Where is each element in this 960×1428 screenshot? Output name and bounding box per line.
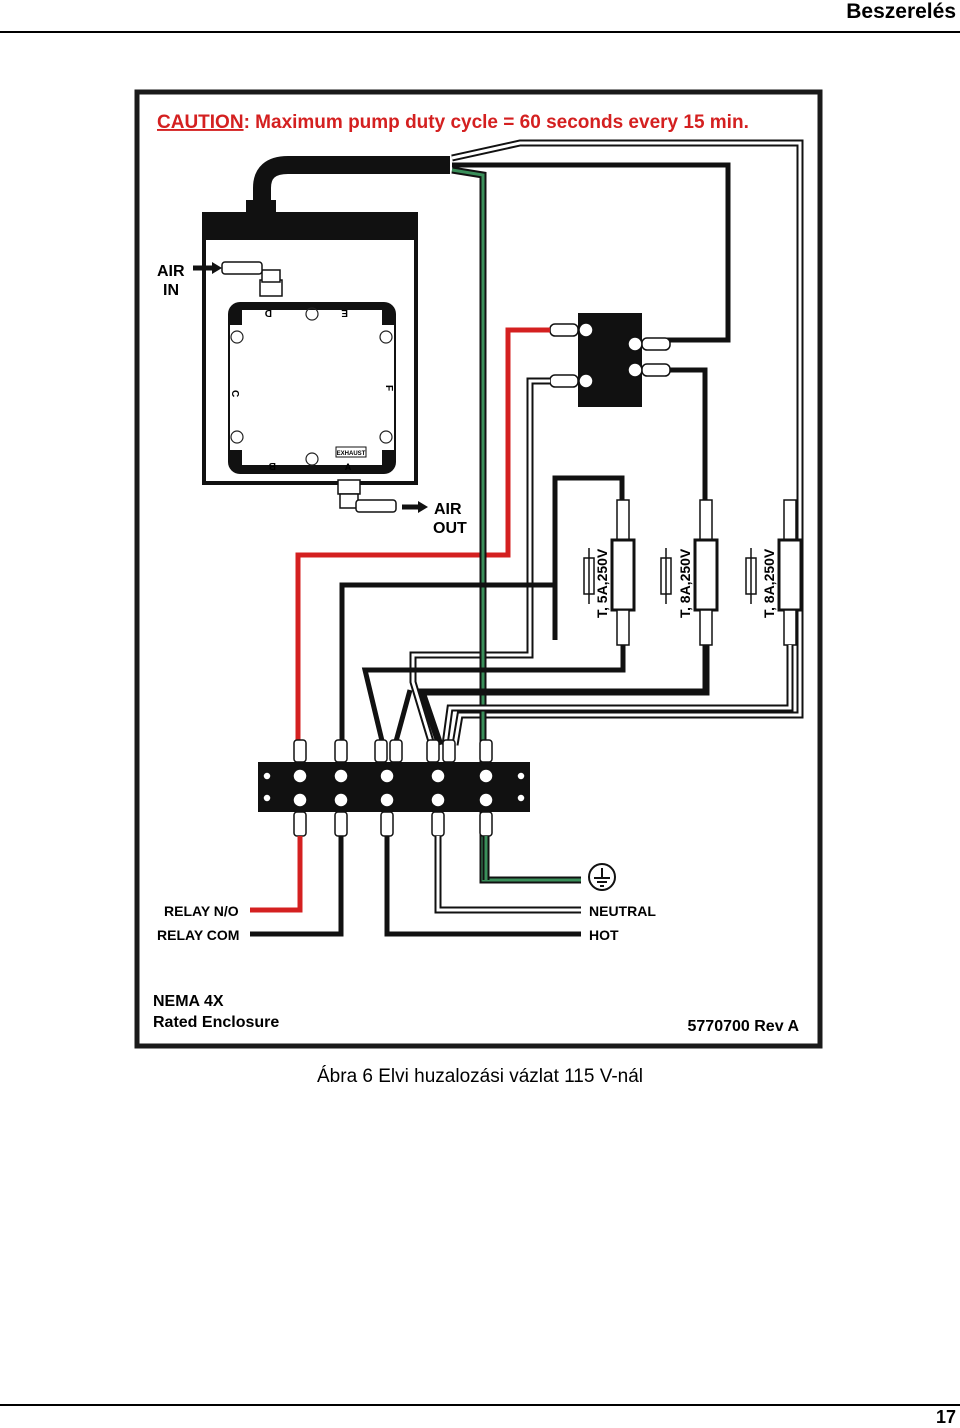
figure-caption: Ábra 6 Elvi huzalozási vázlat 115 V-nál: [317, 1066, 643, 1087]
neutral-label: NEUTRAL: [589, 903, 656, 919]
pump-power-cord: [253, 156, 450, 210]
air-in-label-1: AIR: [157, 263, 185, 280]
enclosure-label-1: NEMA 4X: [153, 993, 224, 1010]
fuse-1: [583, 499, 636, 646]
hot-label: HOT: [589, 927, 619, 943]
relay-no-label: RELAY N/O: [164, 903, 239, 919]
caution-text: CAUTION: Maximum pump duty cycle = 60 se…: [157, 112, 749, 133]
port-a: A: [345, 462, 352, 472]
port-d: D: [265, 307, 272, 318]
header-rule: [0, 31, 960, 33]
fuse-1-label: T, 5A,250V: [594, 548, 610, 618]
fuse-2-label: T, 8A,250V: [677, 548, 693, 618]
ground-symbol-icon: [588, 863, 616, 891]
port-c: C: [229, 390, 240, 397]
air-out-label-2: OUT: [433, 520, 467, 537]
fuse-3: [745, 499, 803, 646]
fuse-2: [660, 499, 719, 646]
relay-com-label: RELAY COM: [157, 927, 239, 943]
port-e: E: [341, 307, 348, 318]
enclosure-label-2: Rated Enclosure: [153, 1014, 279, 1031]
caution-word: CAUTION: [157, 112, 244, 133]
port-f: F: [383, 385, 394, 391]
red-wire: [295, 327, 550, 745]
exhaust-label: EXHAUST: [337, 451, 366, 457]
footer-rule: [0, 1404, 960, 1406]
air-out-label-1: AIR: [434, 501, 462, 518]
part-number: 5770700 Rev A: [688, 1018, 800, 1035]
page-number: 17: [935, 1407, 956, 1427]
pump-lid: [202, 212, 418, 240]
port-b: B: [269, 460, 276, 471]
fuse-3-label: T, 8A,250V: [761, 548, 777, 618]
air-in-label-2: IN: [163, 282, 179, 299]
page-header-title: Beszerelés: [846, 0, 956, 23]
caution-message: : Maximum pump duty cycle = 60 seconds e…: [244, 112, 749, 133]
